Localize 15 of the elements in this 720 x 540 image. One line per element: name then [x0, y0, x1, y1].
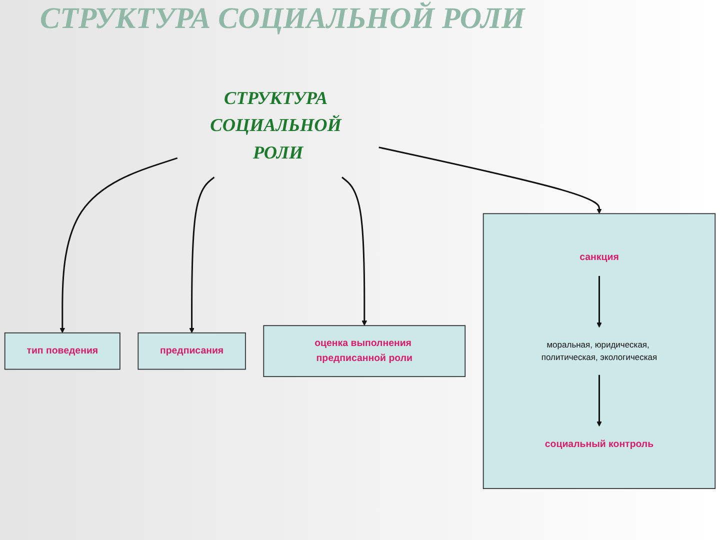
arrow — [378, 146, 602, 214]
shadow-heading: СТРУКТУРА СОЦИАЛЬНОЙ РОЛИ — [40, 2, 525, 36]
arrow — [60, 157, 178, 334]
node-text: социальный контроль — [544, 439, 654, 450]
cluster — [482, 213, 716, 489]
node-box: оценка выполнения предписанной роли — [263, 325, 466, 378]
node-box: тип поведения — [4, 332, 120, 370]
node-text: моральная, юридическая, политическая, экологическая — [541, 340, 658, 362]
node-box: предписания — [138, 332, 246, 370]
node-text: СТРУКТУРА СОЦИАЛЬНОЙ РОЛИ — [210, 88, 342, 163]
arrow — [596, 276, 602, 328]
node-text: санкция — [580, 252, 619, 262]
arrow — [342, 176, 368, 326]
arrow — [596, 374, 602, 427]
arrow — [189, 176, 215, 334]
